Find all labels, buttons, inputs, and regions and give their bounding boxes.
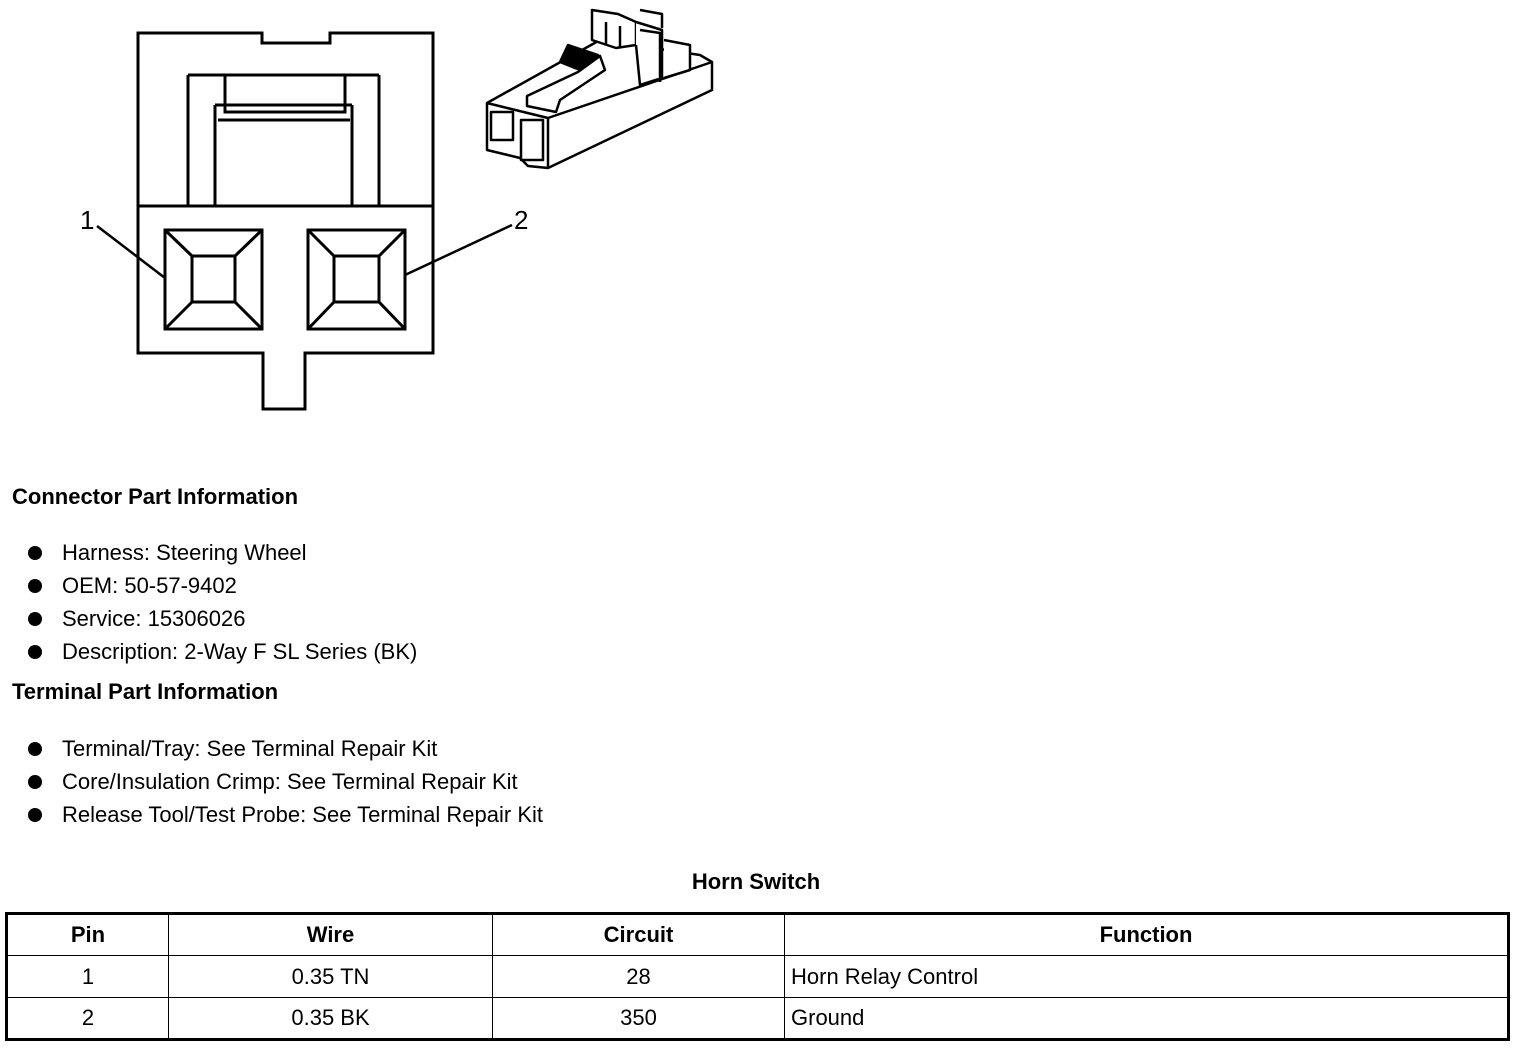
terminal-part-info-heading: Terminal Part Information xyxy=(12,679,279,704)
list-item: OEM: 50-57-9402 xyxy=(28,569,417,602)
connector-face-outline xyxy=(136,31,435,411)
bullet-icon xyxy=(28,644,42,659)
header-circuit: Circuit xyxy=(492,913,785,956)
bullet-icon xyxy=(28,741,42,756)
list-item: Core/Insulation Crimp: See Terminal Repa… xyxy=(28,765,543,798)
cell-pin: 1 xyxy=(6,955,169,998)
connector-isometric-view xyxy=(485,8,714,170)
list-item: Terminal/Tray: See Terminal Repair Kit xyxy=(28,732,543,765)
list-item: Release Tool/Test Probe: See Terminal Re… xyxy=(28,798,543,831)
pin-1-leader xyxy=(96,225,166,279)
list-item: Harness: Steering Wheel xyxy=(28,536,417,569)
cell-wire: 0.35 BK xyxy=(168,997,493,1040)
cell-function: Ground xyxy=(784,997,1509,1040)
list-item: Description: 2-Way F SL Series (BK) xyxy=(28,635,417,668)
bullet-icon xyxy=(28,611,42,626)
table-row: 2 0.35 BK 350 Ground xyxy=(6,997,1509,1040)
cell-circuit: 28 xyxy=(492,955,785,998)
connector-part-info-heading: Connector Part Information xyxy=(12,484,299,509)
bullet-icon xyxy=(28,545,42,560)
terminal-part-info-list: Terminal/Tray: See Terminal Repair Kit C… xyxy=(28,732,543,831)
cell-pin: 2 xyxy=(6,997,169,1040)
bullet-icon xyxy=(28,578,42,593)
header-pin: Pin xyxy=(6,913,169,956)
pin-2-label: 2 xyxy=(514,205,528,235)
pin-table: Pin Wire Circuit Function 1 0.35 TN 28 H… xyxy=(5,912,1510,1041)
cell-wire: 0.35 TN xyxy=(168,955,493,998)
bullet-icon xyxy=(28,774,42,789)
pin-cavity-2 xyxy=(306,228,407,331)
list-item: Service: 15306026 xyxy=(28,602,417,635)
table-row: 1 0.35 TN 28 Horn Relay Control xyxy=(6,955,1509,998)
pin-cavity-1 xyxy=(163,228,264,331)
header-function: Function xyxy=(784,913,1509,956)
pin-2-leader xyxy=(404,223,513,277)
connector-diagram: 1 2 xyxy=(80,8,714,411)
table-header-row: Pin Wire Circuit Function xyxy=(6,913,1509,956)
connector-part-info-list: Harness: Steering Wheel OEM: 50-57-9402 … xyxy=(28,536,417,668)
pin-1-label: 1 xyxy=(80,205,94,235)
table-caption: Horn Switch xyxy=(691,869,821,894)
bullet-icon xyxy=(28,807,42,822)
cell-function: Horn Relay Control xyxy=(784,955,1509,998)
cell-circuit: 350 xyxy=(492,997,785,1040)
header-wire: Wire xyxy=(168,913,493,956)
